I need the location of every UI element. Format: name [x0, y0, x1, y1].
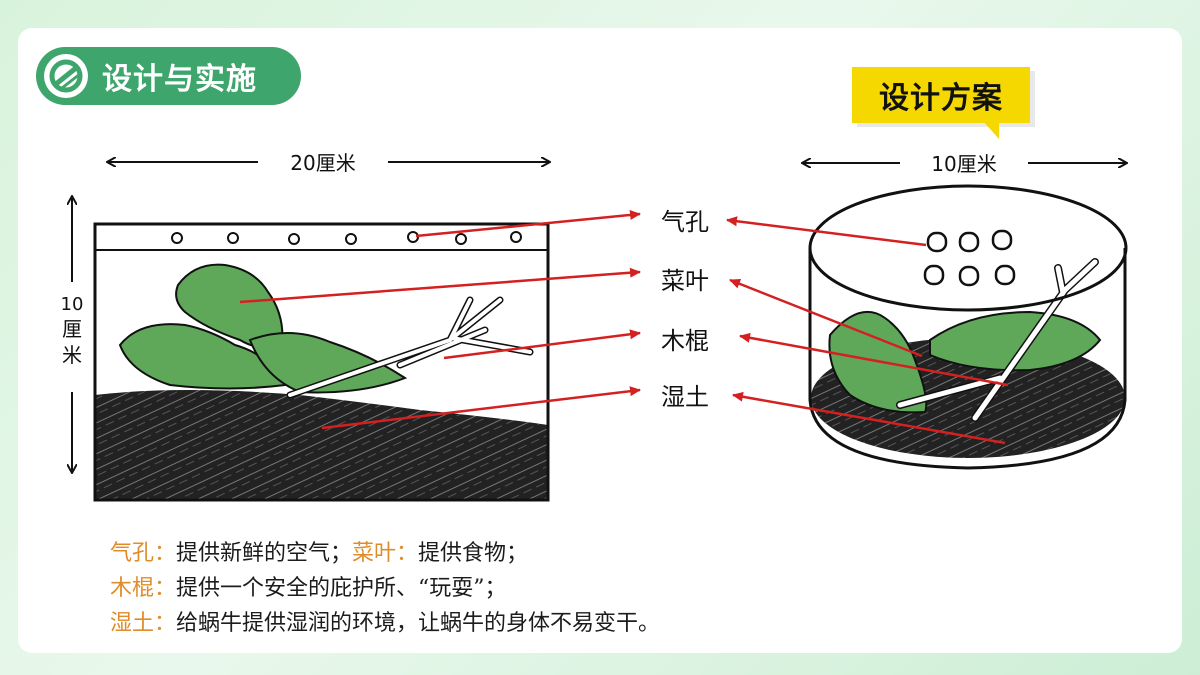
arrow-tank-air-holes: [415, 210, 641, 238]
arrow-tank-leaves: [239, 267, 641, 304]
arrow-cylinder-leaves: [729, 278, 923, 358]
arrow-cylinder-soil: [732, 391, 1006, 445]
legend-desc: 提供食物；: [418, 541, 529, 566]
arrow-cylinder-stick: [739, 332, 1009, 387]
tank-height-dimension: 10 厘 米: [61, 197, 84, 472]
legend-line-2: 木棍：提供一个安全的庇护所、“玩耍”；: [110, 571, 660, 606]
rectangular-tank: [93, 222, 550, 502]
cylinder-air-holes: [923, 229, 1016, 287]
arrow-tank-soil: [321, 386, 641, 430]
tank-leaf-3: [248, 332, 408, 394]
legend-desc: 提供一个安全的庇护所、“玩耍”；: [176, 576, 507, 601]
label-air-holes: 气孔: [661, 208, 709, 236]
cylinder-container: [808, 184, 1128, 470]
tank-height-unit-1: 厘: [62, 317, 82, 341]
cylinder-wall: [808, 248, 1127, 470]
cylinder-width-dimension: 10厘米: [803, 152, 1126, 176]
legend-term: 木棍：: [110, 576, 177, 601]
arrow-tank-stick: [443, 329, 641, 360]
cylinder-lid: [808, 184, 1128, 312]
tank-width-dimension: 20厘米: [108, 151, 549, 175]
cylinder-leaf-2: [929, 310, 1102, 372]
cylinder-width-label: 10厘米: [931, 152, 996, 176]
section-header: 设计与实施: [36, 47, 301, 105]
plan-badge-tail: [983, 121, 999, 139]
plan-badge: 设计方案: [852, 67, 1030, 123]
logo-icon: [44, 54, 88, 98]
legend-term: 气孔：: [110, 541, 177, 566]
arrow-cylinder-air-holes: [726, 216, 927, 247]
legend-desc: 给蜗牛提供湿润的环境，让蜗牛的身体不易变干。: [176, 611, 661, 636]
legend-line-1: 气孔：提供新鲜的空气；菜叶：提供食物；: [110, 536, 660, 571]
tank-height-number: 10: [61, 294, 84, 315]
legend-term: 湿土：: [110, 611, 177, 636]
section-title: 设计与实施: [102, 62, 257, 97]
tank-width-label: 20厘米: [290, 151, 355, 175]
tank-outline: [93, 222, 550, 502]
part-labels: 气孔 菜叶 木棍 湿土: [661, 208, 709, 411]
label-soil: 湿土: [661, 383, 709, 411]
tank-pointer-arrows: [239, 210, 641, 430]
legend-desc: 提供新鲜的空气；: [176, 541, 353, 566]
tank-height-unit-2: 米: [62, 343, 82, 367]
legend: 气孔：提供新鲜的空气；菜叶：提供食物； 木棍：提供一个安全的庇护所、“玩耍”； …: [110, 536, 660, 641]
label-stick: 木棍: [661, 327, 709, 355]
legend-term: 菜叶：: [352, 541, 419, 566]
tank-soil: [95, 390, 548, 500]
legend-line-3: 湿土：给蜗牛提供湿润的环境，让蜗牛的身体不易变干。: [110, 606, 660, 641]
cylinder-pointer-arrows: [726, 216, 1009, 445]
tank-air-holes: [171, 231, 522, 245]
logo-mark: [49, 59, 83, 93]
label-leaves: 菜叶: [661, 267, 709, 295]
